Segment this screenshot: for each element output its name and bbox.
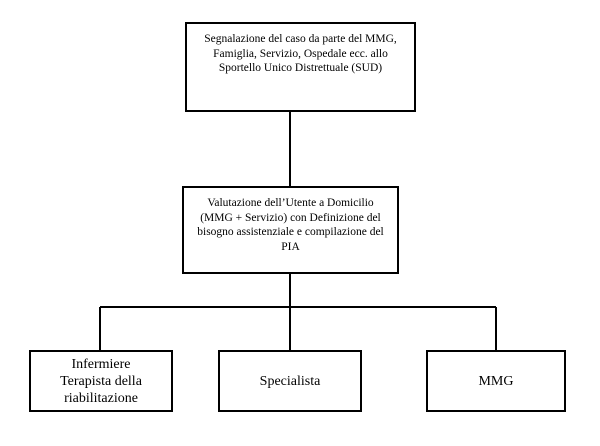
node-specialist-label: Specialista: [259, 373, 321, 389]
node-nurse-therapist-label: Infermiere Terapista della riabilitazion…: [60, 356, 142, 406]
node-nurse-therapist: Infermiere Terapista della riabilitazion…: [29, 350, 173, 412]
node-referral: Segnalazione del caso da parte del MMG, …: [185, 22, 416, 112]
node-specialist: Specialista: [218, 350, 362, 412]
node-gp: MMG: [426, 350, 566, 412]
node-assessment: Valutazione dell’Utente a Domicilio (MMG…: [182, 186, 399, 274]
node-referral-label: Segnalazione del caso da parte del MMG, …: [204, 33, 397, 74]
node-gp-label: MMG: [478, 373, 514, 389]
node-assessment-label: Valutazione dell’Utente a Domicilio (MMG…: [197, 197, 384, 253]
